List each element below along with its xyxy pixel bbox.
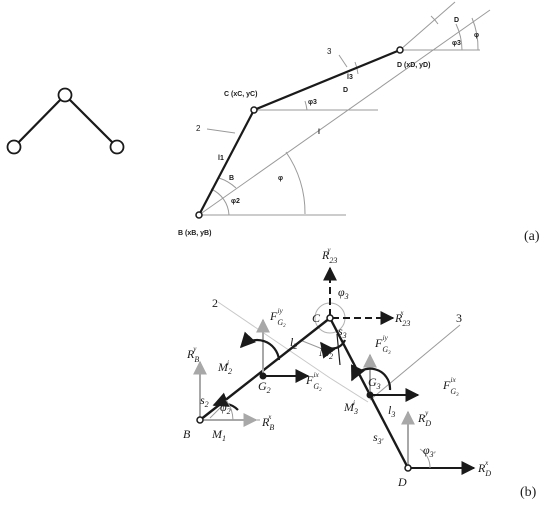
length-l1-label: l1 — [218, 155, 224, 162]
angle-b-label: B — [229, 175, 234, 182]
angle-phi2-label: φ2 — [231, 198, 240, 205]
force-rby-label: RBy — [186, 345, 199, 364]
centroid-g3-label: G3 — [368, 375, 381, 391]
centroid-g3-icon — [366, 391, 374, 399]
force-rbx-label: RBx — [261, 413, 274, 432]
moment-m3i-label: M3i — [343, 399, 358, 416]
length-l3-label: l3 — [347, 74, 353, 81]
length-l-label: l — [318, 129, 320, 136]
dim-l3-label: l3 — [388, 403, 395, 419]
point-b-b-label: B — [183, 427, 191, 441]
centroid-g2-icon — [259, 372, 267, 380]
joint-c-icon — [250, 106, 258, 114]
dim-l2-label: l2 — [290, 335, 297, 351]
dim-s3p-label: s3' — [373, 430, 384, 446]
angle-phi3p-label: φ3' — [423, 443, 436, 459]
sketch-icon — [6, 87, 125, 155]
joint-b-icon — [195, 211, 203, 219]
moment-m2i-label: M2i — [217, 359, 232, 376]
panel-a: B (xB, yB) C (xC, yC) D (xD, yD) 2 3 l1 … — [178, 1, 540, 244]
point-b-label: B (xB, yB) — [178, 230, 211, 237]
dim-s3-label: s3 — [338, 324, 347, 340]
point-d-b-label: D — [397, 475, 407, 489]
joint-c2-icon — [326, 314, 334, 322]
angle-d-top-label: D — [454, 17, 459, 24]
force-r23y-label: R23y — [321, 246, 337, 265]
panel-b-label: (b) — [520, 485, 537, 500]
force-fg2ix-label: FG2ix — [305, 371, 322, 393]
angle-phi3-label: φ3 — [308, 99, 317, 106]
force-fg2iy-label: FG2iy — [269, 307, 286, 329]
angle-phi3-b-label: φ3 — [338, 285, 349, 301]
force-fg3ix-label: FG3ix — [442, 376, 459, 398]
point-c-b-label: C — [312, 311, 321, 325]
moment-m1-label: M1 — [211, 427, 226, 443]
angle-d-inner-label: D — [343, 87, 348, 94]
force-fg3iy-label: FG3iy — [374, 334, 391, 356]
panel-a-label: (a) — [524, 229, 540, 244]
angle-phi-label: φ — [278, 175, 283, 182]
joint-b2-icon — [196, 416, 204, 424]
panel-b: R23y R23x φ3 2 3 FG2iy C s3 l2 M2 FG3iy … — [183, 246, 537, 500]
centroid-g2-label: G2 — [258, 379, 271, 395]
joint-d-icon — [396, 46, 404, 54]
joint-d2-icon — [404, 464, 412, 472]
link-3-b-label: 3 — [456, 311, 462, 325]
angle-phi3-top-label: φ3 — [452, 40, 461, 47]
angle-phi2-b-label: φ2 — [220, 400, 231, 416]
moment-m2-label: M2 — [318, 345, 333, 361]
link-2-label: 2 — [196, 124, 201, 133]
link-2-b-label: 2 — [212, 296, 218, 310]
dim-s2-label: s2 — [200, 393, 209, 409]
force-rdy-label: RDy — [417, 409, 431, 428]
angle-phi-top-label: φ — [474, 32, 479, 39]
point-c-label: C (xC, yC) — [224, 91, 257, 98]
force-rdx-label: RDx — [477, 459, 491, 478]
link-3-label: 3 — [327, 47, 332, 56]
force-r23x-label: R23x — [394, 309, 410, 328]
point-d-label: D (xD, yD) — [397, 62, 430, 69]
